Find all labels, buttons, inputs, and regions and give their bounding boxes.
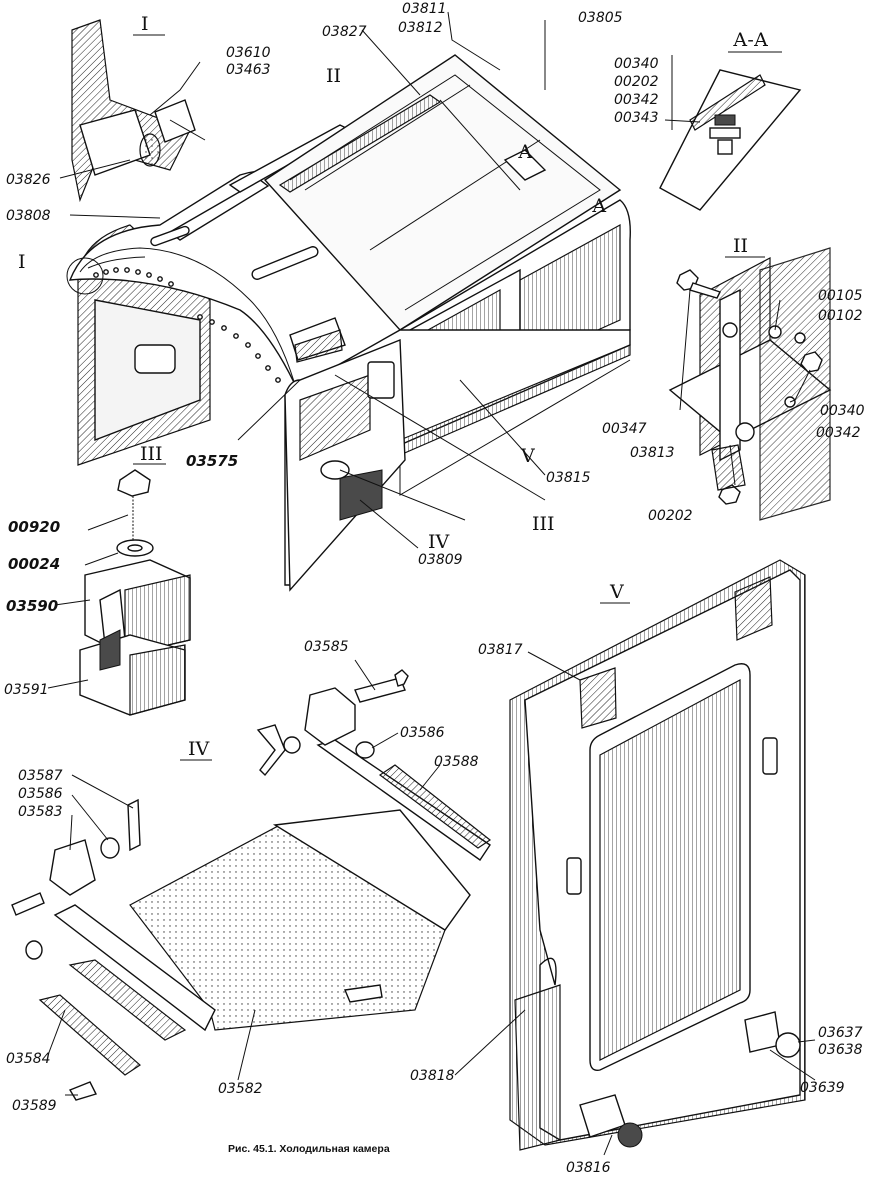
label-03586-left: 03586	[18, 786, 63, 802]
label-03815: 03815	[546, 470, 591, 486]
view-marks: I I II II III III IV IV V V А-А А А	[18, 13, 782, 761]
label-00342-aa: 00342	[614, 92, 659, 108]
bolt-00347	[676, 269, 721, 299]
label-03589: 03589	[12, 1098, 57, 1114]
label-03585: 03585	[304, 639, 349, 655]
label-03809: 03809	[418, 552, 463, 568]
label-03813: 03813	[630, 445, 675, 461]
label-03610: 03610	[226, 45, 271, 61]
label-03590: 03590	[6, 597, 58, 615]
arch-rivet-row	[93, 267, 281, 383]
label-00340-aa: 00340	[614, 56, 659, 72]
view-mark-III-callout: III	[532, 513, 555, 535]
label-03637: 03637	[818, 1025, 863, 1041]
label-03638: 03638	[818, 1042, 863, 1058]
label-03811: 03811	[402, 1, 447, 17]
section-mark-A-top: А	[518, 141, 533, 163]
main-cab-assembly	[68, 54, 631, 592]
label-03816: 03816	[566, 1160, 611, 1176]
label-03582: 03582	[218, 1081, 263, 1097]
view-mark-III: III	[140, 443, 163, 465]
view-mark-II: II	[733, 235, 748, 257]
label-03818: 03818	[410, 1068, 455, 1084]
label-03827: 03827	[322, 24, 367, 40]
label-03587: 03587	[18, 768, 63, 784]
view-mark-II-callout: II	[326, 65, 341, 87]
label-03639: 03639	[800, 1080, 845, 1096]
label-00105: 00105	[818, 288, 863, 304]
section-mark-A-side: А	[592, 195, 607, 217]
label-00102: 00102	[818, 308, 863, 324]
view-mark-V: V	[609, 581, 624, 603]
label-00342: 00342	[816, 425, 861, 441]
label-00202-aa: 00202	[614, 74, 659, 90]
label-03463: 03463	[226, 62, 271, 78]
label-00202: 00202	[648, 508, 693, 524]
detail-IV	[11, 669, 492, 1101]
label-03826: 03826	[6, 172, 51, 188]
label-00024: 00024	[8, 555, 60, 573]
view-mark-IV-callout: IV	[428, 531, 450, 553]
label-03812: 03812	[398, 20, 443, 36]
view-mark-V-callout: V	[520, 445, 535, 467]
figure-caption: Рис. 45.1. Холодильная камера	[228, 1143, 390, 1155]
section-AA	[659, 69, 802, 211]
leader-lines	[47, 11, 816, 1156]
view-mark-IV: IV	[188, 738, 210, 760]
part-labels: 03811 03812 03827 03805 03610 03463 0382…	[4, 1, 865, 1176]
detail-I	[71, 19, 206, 203]
detail-II	[668, 247, 832, 521]
label-00347: 00347	[602, 421, 647, 437]
label-03591: 03591	[4, 682, 49, 698]
label-03575: 03575	[186, 452, 238, 470]
detail-V-door	[509, 559, 806, 1151]
label-03583: 03583	[18, 804, 63, 820]
detail-III	[79, 469, 191, 716]
label-03584: 03584	[6, 1051, 51, 1067]
label-03808: 03808	[6, 208, 51, 224]
label-00340: 00340	[820, 403, 865, 419]
label-00920: 00920	[8, 518, 60, 536]
label-03805: 03805	[578, 10, 623, 26]
label-00343-aa: 00343	[614, 110, 659, 126]
label-03817: 03817	[478, 642, 523, 658]
label-03586-right: 03586	[400, 725, 445, 741]
label-03588: 03588	[434, 754, 479, 770]
view-mark-I-callout: I	[18, 251, 26, 273]
view-mark-AA: А-А	[733, 29, 769, 51]
view-mark-I: I	[141, 13, 149, 35]
